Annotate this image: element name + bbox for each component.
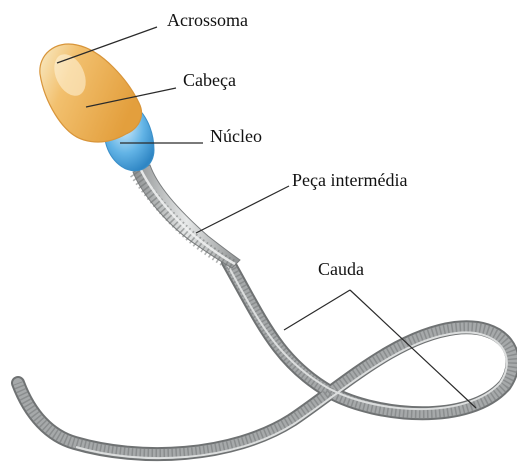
tail <box>18 262 513 458</box>
label-cabeca: Cabeça <box>183 70 236 90</box>
tail-body <box>18 262 513 454</box>
tail-highlight <box>76 262 507 458</box>
leader-cauda-right <box>350 290 476 408</box>
midpiece-body <box>133 165 240 268</box>
label-acrossoma: Acrossoma <box>167 10 248 30</box>
leader-peca-intermedia <box>196 186 289 233</box>
label-peca-intermedia: Peça intermédia <box>292 170 407 190</box>
midpiece <box>133 165 240 268</box>
leader-cauda-left <box>284 290 350 330</box>
head <box>40 44 154 171</box>
label-cauda: Cauda <box>318 259 364 279</box>
tail-ribbing <box>18 262 513 454</box>
label-nucleo: Núcleo <box>210 126 262 146</box>
tail-outline <box>18 262 513 454</box>
acrosome <box>40 44 142 142</box>
